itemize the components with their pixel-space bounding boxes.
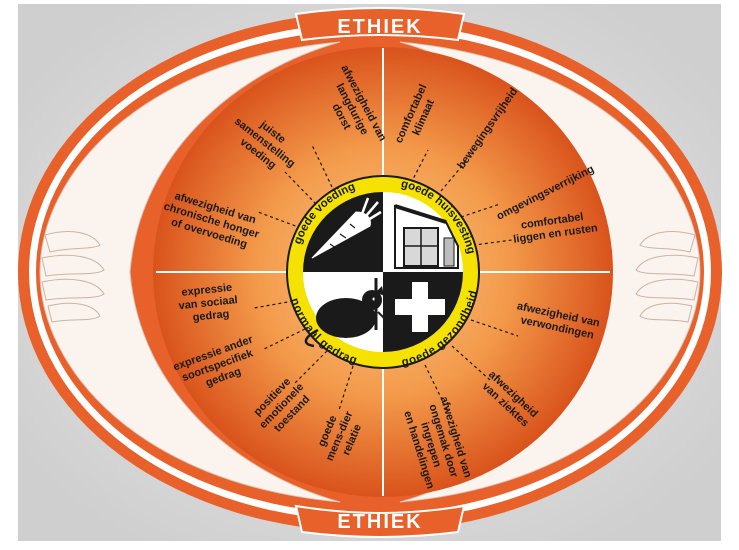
banner-top-text: ETHIEK [337, 16, 422, 38]
banner-bottom-text: ETHIEK [337, 511, 422, 533]
